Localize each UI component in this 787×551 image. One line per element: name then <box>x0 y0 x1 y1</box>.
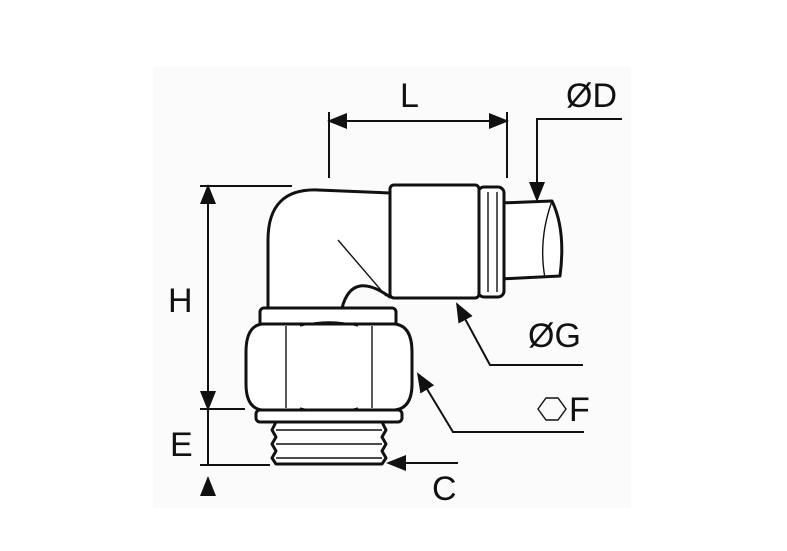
label-F: F <box>569 391 590 429</box>
dimension-L: L <box>327 77 509 178</box>
dimension-H: H <box>168 184 292 411</box>
threaded-stud <box>254 408 404 466</box>
label-H: H <box>168 282 193 320</box>
label-G: ØG <box>528 317 581 355</box>
dimension-E: E <box>170 409 270 496</box>
tube <box>498 199 564 281</box>
hexagon-icon <box>537 397 567 421</box>
elbow-body <box>266 188 392 310</box>
dimension-D: ØD <box>529 77 622 202</box>
dimension-F: F <box>416 372 590 433</box>
dimension-G: ØG <box>456 302 583 366</box>
collet-ring <box>476 185 506 299</box>
cartridge-body <box>388 183 481 300</box>
label-C: C <box>432 470 457 508</box>
label-D: ØD <box>566 77 617 115</box>
dimension-C: C <box>386 455 458 508</box>
label-L: L <box>400 77 419 115</box>
hex-nut <box>244 321 414 413</box>
label-E: E <box>170 426 193 464</box>
